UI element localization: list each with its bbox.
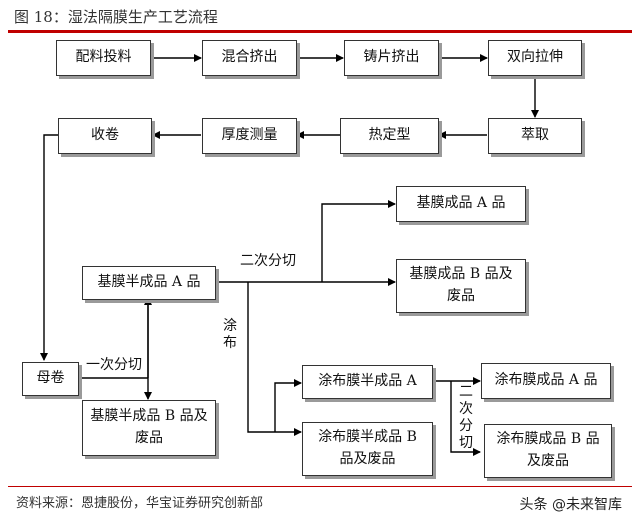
title-rule	[8, 30, 632, 33]
arrow-to-tubu-cp-b	[450, 381, 481, 456]
node-peiliao: 配料投料	[56, 40, 151, 76]
label-erci-fenqie-vertical: 二次分切	[459, 384, 473, 452]
node-hunhe: 混合挤出	[202, 40, 297, 76]
node-cuiqu: 萃取	[488, 118, 582, 154]
node-mujuan: 母卷	[22, 362, 79, 396]
node-jimo-cp-a: 基膜成品 A 品	[396, 186, 526, 222]
line-tubu-branch	[247, 282, 275, 433]
node-tubu-cp-b: 涂布膜成品 B 品及废品	[484, 424, 612, 478]
arrow-to-tubu-a	[274, 379, 302, 432]
arrow-shoujuan-mujuan	[40, 134, 58, 361]
node-shoujuan: 收卷	[58, 118, 152, 154]
node-jimo-a: 基膜半成品 A 品	[82, 266, 216, 300]
figure-title: 图 18：湿法隔膜生产工艺流程	[14, 8, 218, 26]
node-redingxing: 热定型	[340, 118, 439, 154]
node-shuangxiang: 双向拉伸	[488, 40, 582, 76]
arrow-to-jimo-cp-a	[321, 200, 396, 282]
node-houdu: 厚度测量	[202, 118, 297, 154]
label-erci-fenqie: 二次分切	[240, 253, 296, 269]
label-tubu: 涂布	[223, 318, 237, 352]
node-tubu-b: 涂布膜半成品 B 品及废品	[302, 422, 433, 476]
watermark: 头条 @未来智库	[519, 497, 622, 513]
label-yici-fenqie: 一次分切	[86, 357, 142, 373]
footer-rule	[8, 486, 632, 487]
node-zhupian: 铸片挤出	[344, 40, 439, 76]
node-tubu-a: 涂布膜半成品 A	[302, 365, 433, 399]
node-jimo-b: 基膜半成品 B 品及废品	[82, 400, 216, 456]
node-tubu-cp-a: 涂布膜成品 A 品	[481, 363, 611, 399]
node-jimo-cp-b: 基膜成品 B 品及废品	[396, 259, 526, 313]
source-note: 资料来源：恩捷股份，华宝证券研究创新部	[16, 496, 264, 511]
